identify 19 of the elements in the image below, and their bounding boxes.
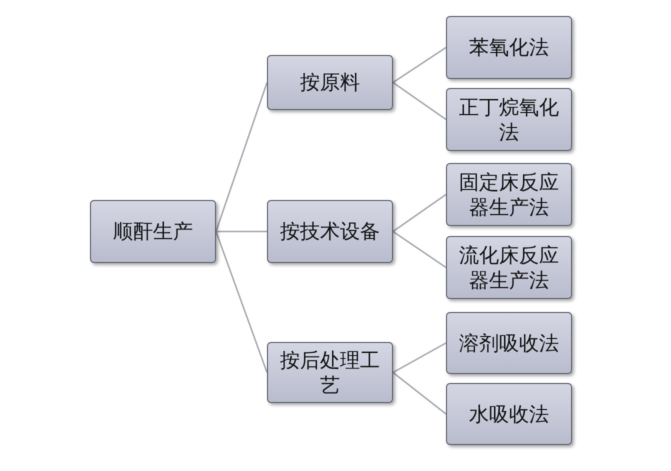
connector-line — [392, 372, 446, 415]
category-box: 流化床反应器生产法 — [446, 236, 572, 299]
category-box: 按原料 — [267, 55, 393, 110]
category-box: 顺酐生产 — [90, 200, 216, 263]
category-box: 水吸收法 — [446, 383, 572, 445]
category-box: 固定床反应器生产法 — [446, 163, 572, 226]
connector-line — [392, 46, 446, 84]
category-box: 按后处理工艺 — [267, 342, 393, 403]
category-box: 溶剂吸收法 — [446, 312, 572, 374]
connector-line — [215, 82, 268, 232]
connector-line — [392, 82, 446, 120]
connector-line — [216, 230, 267, 232]
connector-line — [392, 342, 446, 374]
connector-line — [392, 230, 446, 268]
category-box: 按技术设备 — [267, 200, 393, 263]
category-box: 苯氧化法 — [446, 16, 572, 79]
connector-line — [215, 231, 268, 373]
connector-line — [392, 194, 446, 232]
category-box: 正丁烷氧化法 — [446, 88, 572, 151]
